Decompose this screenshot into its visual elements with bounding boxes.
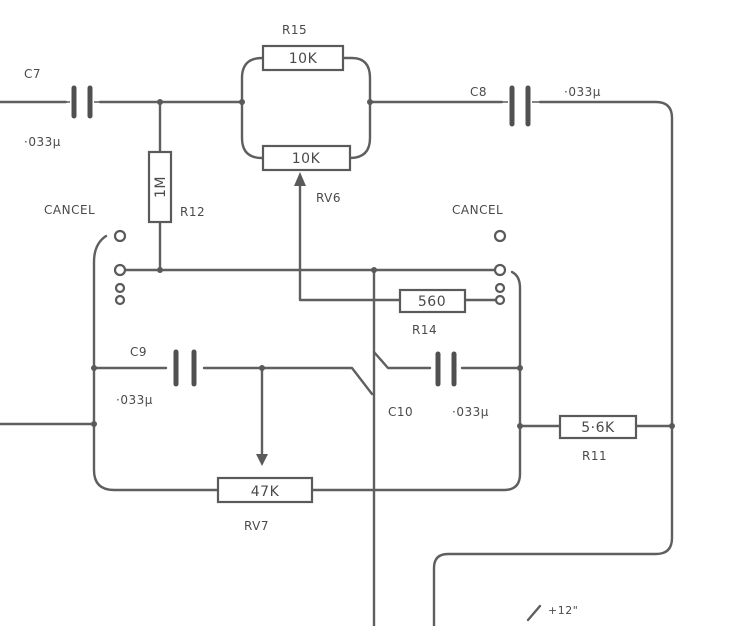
rv6-value: 10K: [292, 151, 321, 167]
rv7-wiper-arrow: [256, 454, 268, 466]
cancel-label-right: CANCEL: [452, 203, 503, 217]
resistor-r15: 10K: [261, 44, 345, 72]
c8-value-label: ·033μ: [564, 85, 601, 99]
r12-value: 1M: [153, 176, 169, 198]
r14-ref-label: R14: [412, 323, 437, 337]
c7-ref-label: C7: [24, 67, 41, 81]
potentiometer-rv6: 10K: [261, 144, 352, 172]
c9-ref-label: C9: [130, 345, 147, 359]
rv7-ref-label: RV7: [244, 519, 269, 533]
switch-left-terminals: [113, 229, 127, 306]
r11-ref-label: R11: [582, 449, 607, 463]
rv6-ref-label: RV6: [316, 191, 341, 205]
switch-right-terminals: [493, 229, 507, 306]
r11-value: 5·6K: [581, 420, 615, 436]
wiring: [0, 56, 674, 626]
capacitor-c7: [66, 85, 100, 119]
c7-value-label: ·033μ: [24, 135, 61, 149]
c10-value-label: ·033μ: [452, 405, 489, 419]
capacitor-c9: [173, 349, 197, 387]
rv7-value: 47K: [251, 484, 280, 500]
resistor-r14: 560: [398, 288, 467, 314]
supply-tick: [526, 604, 542, 622]
r15-ref-label: R15: [282, 23, 307, 37]
junction-dots: [91, 99, 675, 429]
r14-value: 560: [418, 294, 446, 310]
cancel-label-left: CANCEL: [44, 203, 95, 217]
potentiometer-rv7: 47K: [216, 476, 314, 504]
r15-value: 10K: [289, 51, 318, 67]
r12-ref-label: R12: [180, 205, 205, 219]
resistor-r12: 1M: [147, 150, 173, 224]
capacitor-c8: [502, 85, 540, 127]
rv6-wiper-arrow: [294, 172, 306, 186]
supply-label: +12": [548, 604, 578, 617]
resistor-r11: 5·6K: [558, 414, 638, 440]
c8-ref-label: C8: [470, 85, 487, 99]
c9-value-label: ·033μ: [116, 393, 153, 407]
capacitor-c10: [435, 351, 457, 387]
c10-ref-label: C10: [388, 405, 413, 419]
